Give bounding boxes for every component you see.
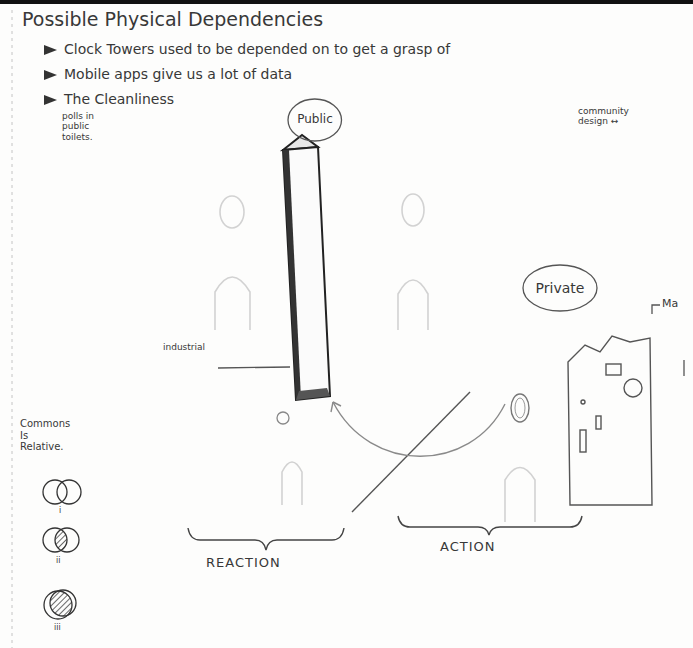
sketch-path — [215, 277, 250, 330]
circle-label: Private — [522, 280, 598, 296]
sketch-circle: Private — [522, 264, 598, 312]
clock-tower — [283, 135, 330, 400]
sketch-ellipse — [402, 194, 424, 226]
sketch-path — [398, 280, 428, 330]
tick-mark — [683, 360, 684, 376]
sketch-path — [568, 336, 652, 505]
sketch-circle — [50, 590, 76, 616]
roman-numeral: ii — [56, 556, 60, 565]
sketch-polygon — [283, 150, 301, 400]
sketch-rect — [580, 430, 586, 452]
side-note: polls in public toilets. — [62, 111, 102, 142]
sketch-rect — [606, 364, 621, 375]
leader-line — [218, 367, 290, 368]
figure-head — [515, 398, 525, 418]
sketch-circle — [624, 379, 642, 397]
sketch-circle — [43, 480, 67, 504]
leader-label: industrial — [163, 342, 205, 352]
sketch-circle — [57, 480, 81, 504]
sketch-polygon — [44, 95, 57, 105]
sketch-polygon — [296, 388, 330, 400]
cut-label: Ma — [662, 298, 678, 311]
venn-diagrams — [43, 480, 81, 619]
circle-label: Public — [287, 113, 343, 127]
sketch-circle: Public — [287, 98, 343, 142]
figure-head — [511, 394, 529, 422]
sketch-path — [282, 462, 302, 505]
bracket-label: ACTION — [440, 540, 495, 555]
sketch-polygon — [44, 45, 57, 55]
margin-line — [12, 10, 13, 648]
bracket-label: REACTION — [206, 556, 281, 571]
arrow-head — [331, 402, 341, 412]
scan-border — [0, 0, 693, 4]
brace-marks — [188, 516, 582, 550]
sketch-circle — [55, 528, 79, 552]
side-note: Commons Is Relative. — [20, 418, 73, 453]
sketch-path — [505, 468, 535, 523]
bullet-note: Clock Towers used to be depended on to g… — [64, 41, 450, 57]
curved-arrow — [333, 402, 505, 456]
sketch-path — [188, 528, 344, 550]
side-note: community design ↔ — [578, 106, 634, 127]
sketch-polygon — [283, 147, 330, 400]
ghost-figures — [215, 194, 535, 522]
bullet-marks — [44, 45, 57, 105]
house-sketch — [568, 336, 652, 505]
circle-outline — [523, 265, 597, 311]
figure-head — [277, 412, 289, 424]
sketch-path — [398, 516, 582, 535]
sketch-polygon — [44, 70, 57, 80]
circle-outline — [288, 99, 342, 141]
bullet-note: Mobile apps give us a lot of data — [64, 66, 292, 82]
sketch-rect — [596, 416, 601, 429]
roman-numeral: iii — [54, 623, 61, 632]
roman-numeral: i — [59, 506, 61, 515]
bullet-note: The Cleanliness — [64, 91, 174, 107]
sketch-title: Possible Physical Dependencies — [22, 9, 323, 31]
sketch-circle — [581, 400, 585, 404]
sketch-ellipse — [220, 196, 244, 228]
bracket-mark — [652, 305, 660, 314]
divider-line — [352, 392, 470, 512]
